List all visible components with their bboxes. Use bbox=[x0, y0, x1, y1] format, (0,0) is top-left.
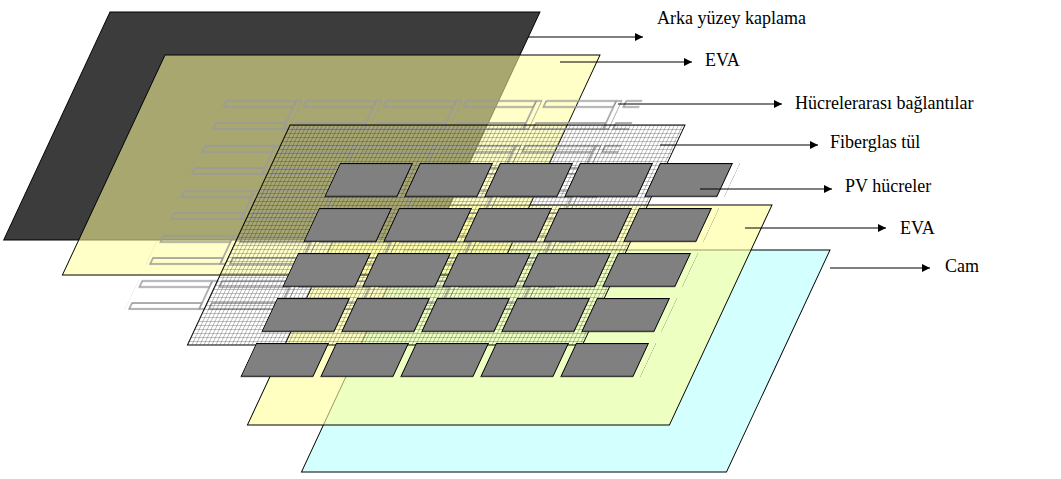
pv-cells-layer bbox=[240, 163, 740, 378]
leader-arrow bbox=[660, 144, 818, 145]
leader-arrow bbox=[528, 36, 643, 37]
layer-label: Arka yüzey kaplama bbox=[657, 7, 806, 29]
leader-arrow bbox=[618, 103, 782, 104]
leader-arrows bbox=[528, 37, 930, 268]
layer-label: Cam bbox=[945, 255, 979, 277]
leader-arrow bbox=[560, 61, 692, 62]
layer-label: PV hücreler bbox=[845, 175, 931, 197]
layer-label: Fiberglas tül bbox=[830, 131, 920, 153]
leader-arrow bbox=[745, 227, 886, 228]
layer-label: EVA bbox=[705, 49, 740, 71]
leader-arrow bbox=[830, 267, 930, 268]
layer-label: EVA bbox=[900, 217, 935, 239]
leader-arrow bbox=[700, 188, 832, 189]
layer-label: Hücrelerarası bağlantılar bbox=[795, 92, 973, 114]
